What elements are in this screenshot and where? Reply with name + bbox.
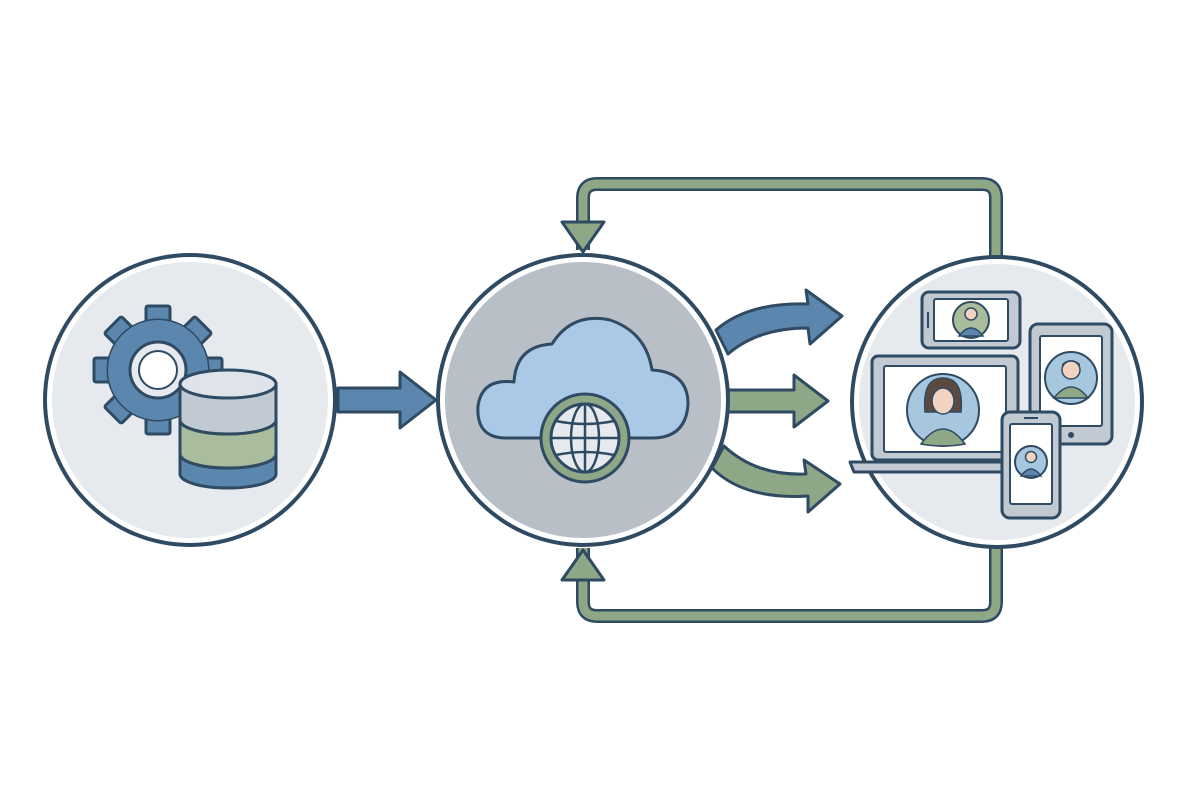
arrow-cloud-to-clients-top — [714, 288, 844, 356]
user-avatar-icon — [957, 307, 985, 337]
clients-node — [848, 255, 1144, 549]
user-avatar-icon — [919, 377, 967, 447]
cloud-node — [436, 253, 730, 547]
laptop-icon — [848, 354, 1042, 474]
arrow-backend-to-cloud — [336, 370, 438, 430]
top-feedback-loop — [560, 177, 1003, 272]
globe-icon — [539, 392, 631, 484]
phone-landscape-icon — [920, 290, 1022, 350]
bottom-feedback-loop — [560, 538, 1003, 623]
database-icon — [178, 368, 278, 490]
cloud-icon — [476, 316, 690, 440]
arrow-cloud-to-clients-middle — [726, 373, 830, 429]
user-avatar-icon — [1019, 450, 1043, 477]
smartphone-icon — [1000, 410, 1062, 520]
up-arrow-icon — [560, 548, 606, 582]
user-avatar-icon — [1052, 360, 1090, 399]
down-arrow-icon — [560, 220, 606, 254]
arrow-cloud-to-clients-bottom — [710, 444, 842, 514]
backend-node — [43, 253, 337, 547]
